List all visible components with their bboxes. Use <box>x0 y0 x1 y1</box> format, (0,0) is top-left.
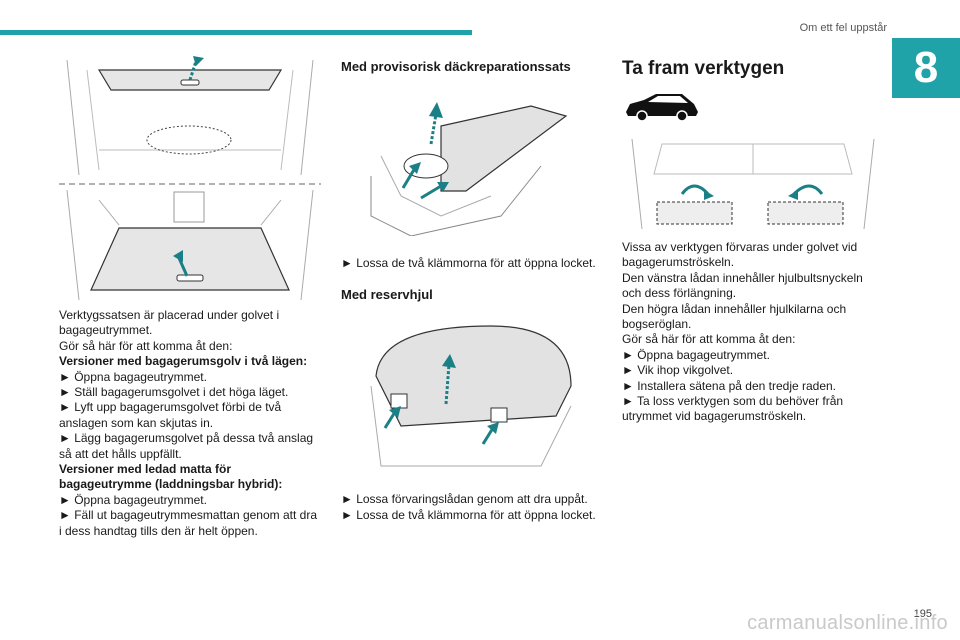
col1-line: ► Lyft upp bagagerumsgolvet förbi de två <box>59 400 282 415</box>
column-middle: Med provisorisk däckreparationssats ► Lo… <box>341 50 603 523</box>
section-title: Om ett fel uppstår <box>799 22 887 34</box>
watermark: carmanualsonline.info <box>747 612 948 634</box>
heading-repair-kit: Med provisorisk däckreparationssats <box>341 59 571 74</box>
col3-line: bogseröglan. <box>622 317 692 332</box>
col3-line: Den vänstra lådan innehåller hjulbultsny… <box>622 270 863 285</box>
step-open-lid-1: ► Lossa de två klämmorna för att öppna l… <box>341 256 596 270</box>
col1-line: ► Lägg bagagerumsgolvet på dessa två ans… <box>59 431 314 446</box>
column-right: Ta fram verktygen Vissa av verktygen för… <box>622 50 884 425</box>
heading-tools: Ta fram verktygen <box>622 58 785 79</box>
col1-line: bagageutrymme (laddningsbar hybrid): <box>59 477 283 492</box>
repair-kit-illustration <box>370 102 568 236</box>
col1-line: i dess handtag tills den är helt öppen. <box>59 523 258 538</box>
col3-line: ► Installera sätena på den tredje raden. <box>622 378 837 393</box>
col1-line: Versioner med ledad matta för <box>59 462 232 477</box>
page-number: 195 <box>913 608 932 620</box>
col1-line: anslagen som kan skjutas in. <box>59 415 214 430</box>
col3-line: Gör så här för att komma åt den: <box>622 332 796 347</box>
col1-line: ► Öppna bagageutrymmet. <box>59 492 207 507</box>
col3-line: utrymmet vid bagagerumströskeln. <box>622 409 807 424</box>
step-open-lid-2: ► Lossa de två klämmorna för att öppna l… <box>341 507 596 522</box>
heading-spare-wheel: Med reservhjul <box>341 287 433 303</box>
col3-line: bagagerumströskeln. <box>622 255 735 270</box>
chapter-number-tab: 8 <box>892 38 960 98</box>
col3-line: ► Ta loss verktygen som du behöver från <box>622 394 844 409</box>
header-accent-bar <box>0 30 472 35</box>
step-pull-box: ► Lossa förvaringslådan genom att dra up… <box>341 492 588 507</box>
col3-text: Vissa av verktygen förvaras under golvet… <box>622 240 884 425</box>
col1-line: ► Fäll ut bagageutrymmesmattan genom att… <box>59 508 317 523</box>
tool-storage-illustration <box>631 138 875 230</box>
col3-line: och dess förlängning. <box>622 286 737 301</box>
col2-steps: ► Lossa förvaringslådan genom att dra up… <box>341 492 603 523</box>
col1-line: så att det hålls uppfällt. <box>59 446 182 461</box>
col1-line: Verktygssatsen är placerad under golvet … <box>59 308 280 322</box>
column-left: Verktygssatsen är placerad under golvet … <box>59 50 321 539</box>
col3-line: ► Vik ihop vikgolvet. <box>622 363 734 378</box>
col3-line: Den högra lådan innehåller hjulkilarna o… <box>622 301 847 316</box>
col1-line: Versioner med bagagerumsgolv i två lägen… <box>59 354 308 369</box>
col3-line: ► Öppna bagageutrymmet. <box>622 347 770 362</box>
col1-line: ► Öppna bagageutrymmet. <box>59 369 207 384</box>
trunk-floor-illustration <box>59 50 321 302</box>
col1-line: Gör så här för att komma åt den: <box>59 338 233 353</box>
col1-line: ► Ställ bagagerumsgolvet i det höga läge… <box>59 385 289 400</box>
col3-line: Vissa av verktygen förvaras under golvet… <box>622 240 858 254</box>
col1-text: Verktygssatsen är placerad under golvet … <box>59 308 321 539</box>
suv-car-icon <box>626 94 698 122</box>
col1-line: bagageutrymmet. <box>59 323 153 338</box>
spare-wheel-illustration <box>370 325 572 467</box>
